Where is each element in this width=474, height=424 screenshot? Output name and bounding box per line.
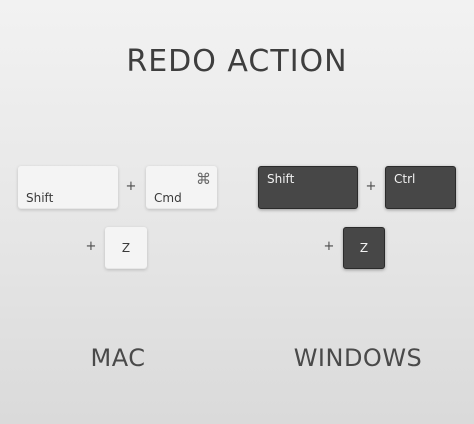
windows-label: WINDOWS — [293, 344, 423, 372]
windows-ctrl-key-label: Ctrl — [394, 172, 416, 186]
windows-plus-2: + — [323, 239, 335, 254]
command-icon: ⌘ — [196, 170, 211, 188]
page-title: REDO ACTION — [126, 44, 348, 79]
mac-shift-key-label: Shift — [26, 191, 54, 205]
mac-shift-key: Shift — [18, 166, 118, 209]
windows-z-key-label: Z — [359, 241, 369, 255]
mac-cmd-key-label: Cmd — [154, 191, 182, 205]
windows-plus-1: + — [365, 179, 377, 194]
windows-z-key: Z — [343, 227, 385, 269]
windows-shift-key: Shift — [258, 166, 358, 209]
mac-z-key: Z — [105, 227, 147, 269]
windows-shift-key-label: Shift — [267, 172, 295, 186]
mac-plus-1: + — [125, 179, 137, 194]
mac-z-key-label: Z — [121, 241, 131, 255]
mac-label: MAC — [90, 344, 146, 372]
windows-ctrl-key: Ctrl — [385, 166, 456, 209]
mac-cmd-key: ⌘ Cmd — [146, 166, 217, 209]
mac-plus-2: + — [85, 239, 97, 254]
